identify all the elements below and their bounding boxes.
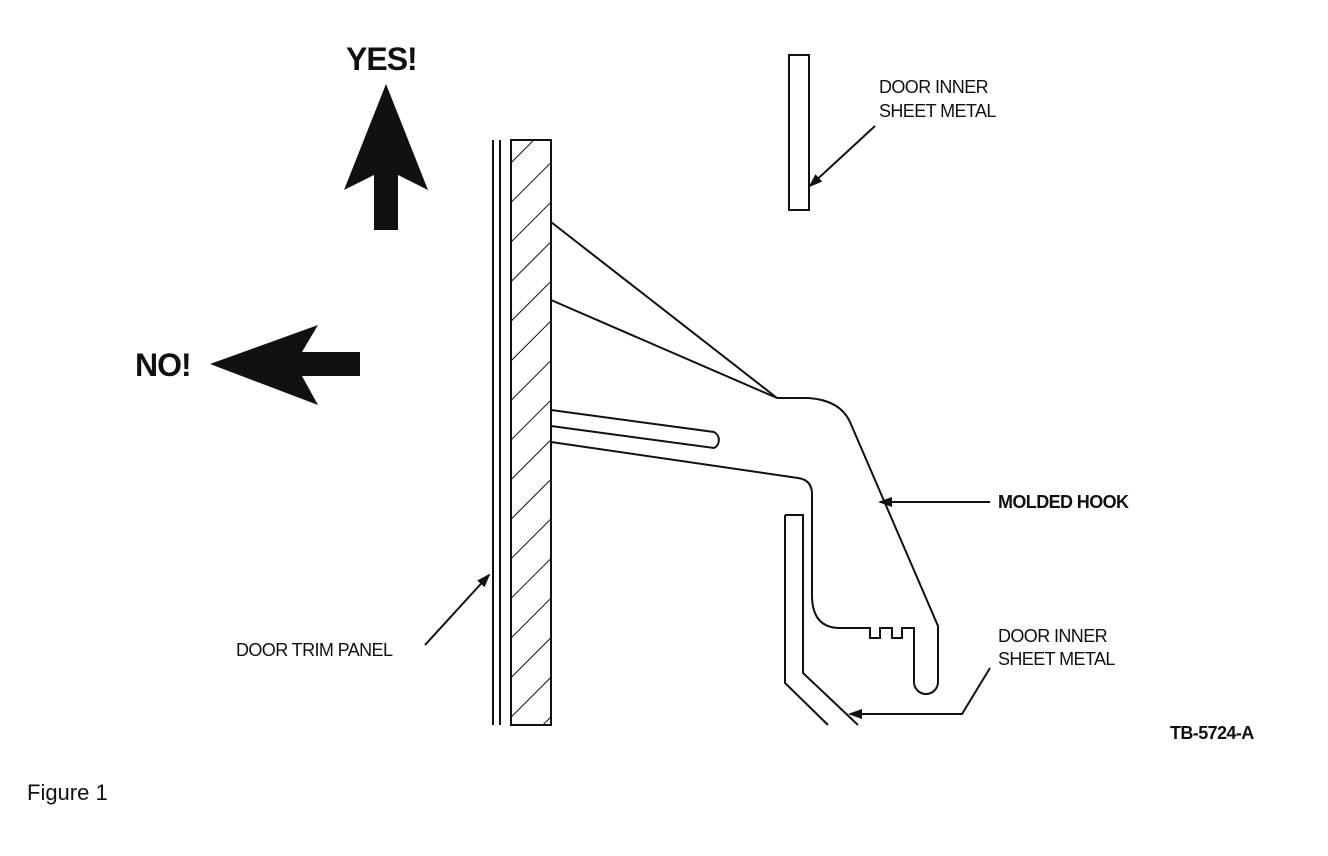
door-inner-bottom-label-line1: DOOR INNER [998, 626, 1108, 646]
no-arrow [210, 325, 360, 405]
door-inner-sheet-metal-bottom [784, 514, 859, 726]
no-label: NO! [135, 347, 191, 383]
leader-lines [424, 125, 991, 719]
door-inner-top-label-line2: SHEET METAL [879, 101, 996, 121]
door-trim-panel-label: DOOR TRIM PANEL [236, 640, 393, 660]
figure-caption: Figure 1 [27, 780, 108, 805]
door-inner-top-label-line1: DOOR INNER [879, 77, 989, 97]
yes-label: YES! [346, 41, 417, 77]
yes-arrow [344, 84, 428, 230]
trim-substrate-hatched [510, 139, 552, 726]
molded-hook-shape [550, 221, 939, 695]
door-inner-bottom-label-line2: SHEET METAL [998, 649, 1115, 669]
door-inner-sheet-metal-top [788, 54, 810, 211]
molded-hook-label: MOLDED HOOK [998, 492, 1129, 512]
reference-code: TB-5724-A [1170, 723, 1254, 743]
door-trim-panel [492, 140, 501, 725]
